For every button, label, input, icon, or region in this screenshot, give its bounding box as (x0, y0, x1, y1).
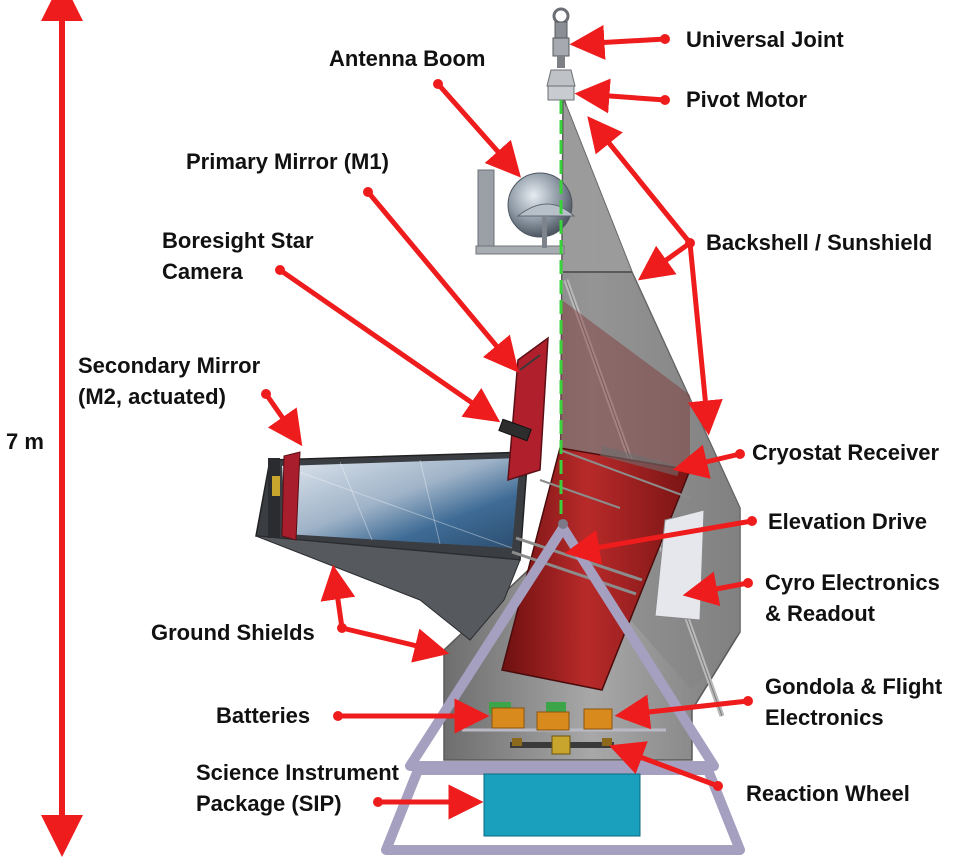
cryostat-receiver (501, 300, 692, 691)
label-universal-joint: Universal Joint (686, 27, 844, 52)
label-backshell-sunshield: Backshell / Sunshield (706, 230, 933, 255)
label-cyro-electronics: Cyro Electronics & Readout (765, 567, 940, 629)
label-boresight-line-1: Boresight Star (162, 228, 314, 253)
secondary-mirror (281, 451, 301, 541)
label-science-instrument-package: Science Instrument Package (SIP) (196, 757, 399, 819)
label-gondola-line-2: Electronics (765, 705, 884, 730)
pivot-motor (546, 69, 576, 101)
label-elevation-drive: Elevation Drive (768, 509, 927, 534)
label-reaction-wheel: Reaction Wheel (746, 781, 910, 806)
label-cyro-line-1: Cyro Electronics (765, 570, 940, 595)
science-instrument-package (483, 773, 641, 837)
label-ground-shields: Ground Shields (151, 620, 315, 645)
label-gondola-flight-electronics: Gondola & Flight Electronics (765, 671, 942, 733)
label-primary-mirror: Primary Mirror (M1) (186, 149, 389, 174)
label-antenna-boom: Antenna Boom (329, 46, 486, 71)
reaction-wheel (510, 735, 614, 755)
label-cryostat-receiver: Cryostat Receiver (752, 440, 940, 465)
label-sip-line-2: Package (SIP) (196, 791, 342, 816)
ground-shields (255, 451, 529, 641)
label-boresight-line-2: Camera (162, 259, 243, 284)
boresight-star-camera (498, 418, 532, 442)
label-batteries: Batteries (216, 703, 311, 728)
label-gondola-line-1: Gondola & Flight (765, 674, 943, 699)
primary-mirror (507, 336, 549, 482)
scale-label: 7 m (6, 429, 44, 454)
label-cyro-line-2: & Readout (765, 601, 875, 626)
callout-arrows (261, 24, 757, 820)
label-sip-line-1: Science Instrument (196, 760, 399, 785)
batteries (489, 702, 613, 731)
label-secondary-line-1: Secondary Mirror (78, 353, 261, 378)
label-boresight-star-camera: Boresight Star Camera (162, 225, 314, 287)
label-secondary-line-2: (M2, actuated) (78, 384, 226, 409)
antenna-boom (475, 169, 576, 255)
label-secondary-mirror: Secondary Mirror (M2, actuated) (78, 350, 260, 412)
label-pivot-motor: Pivot Motor (686, 87, 807, 112)
universal-joint (552, 7, 570, 68)
